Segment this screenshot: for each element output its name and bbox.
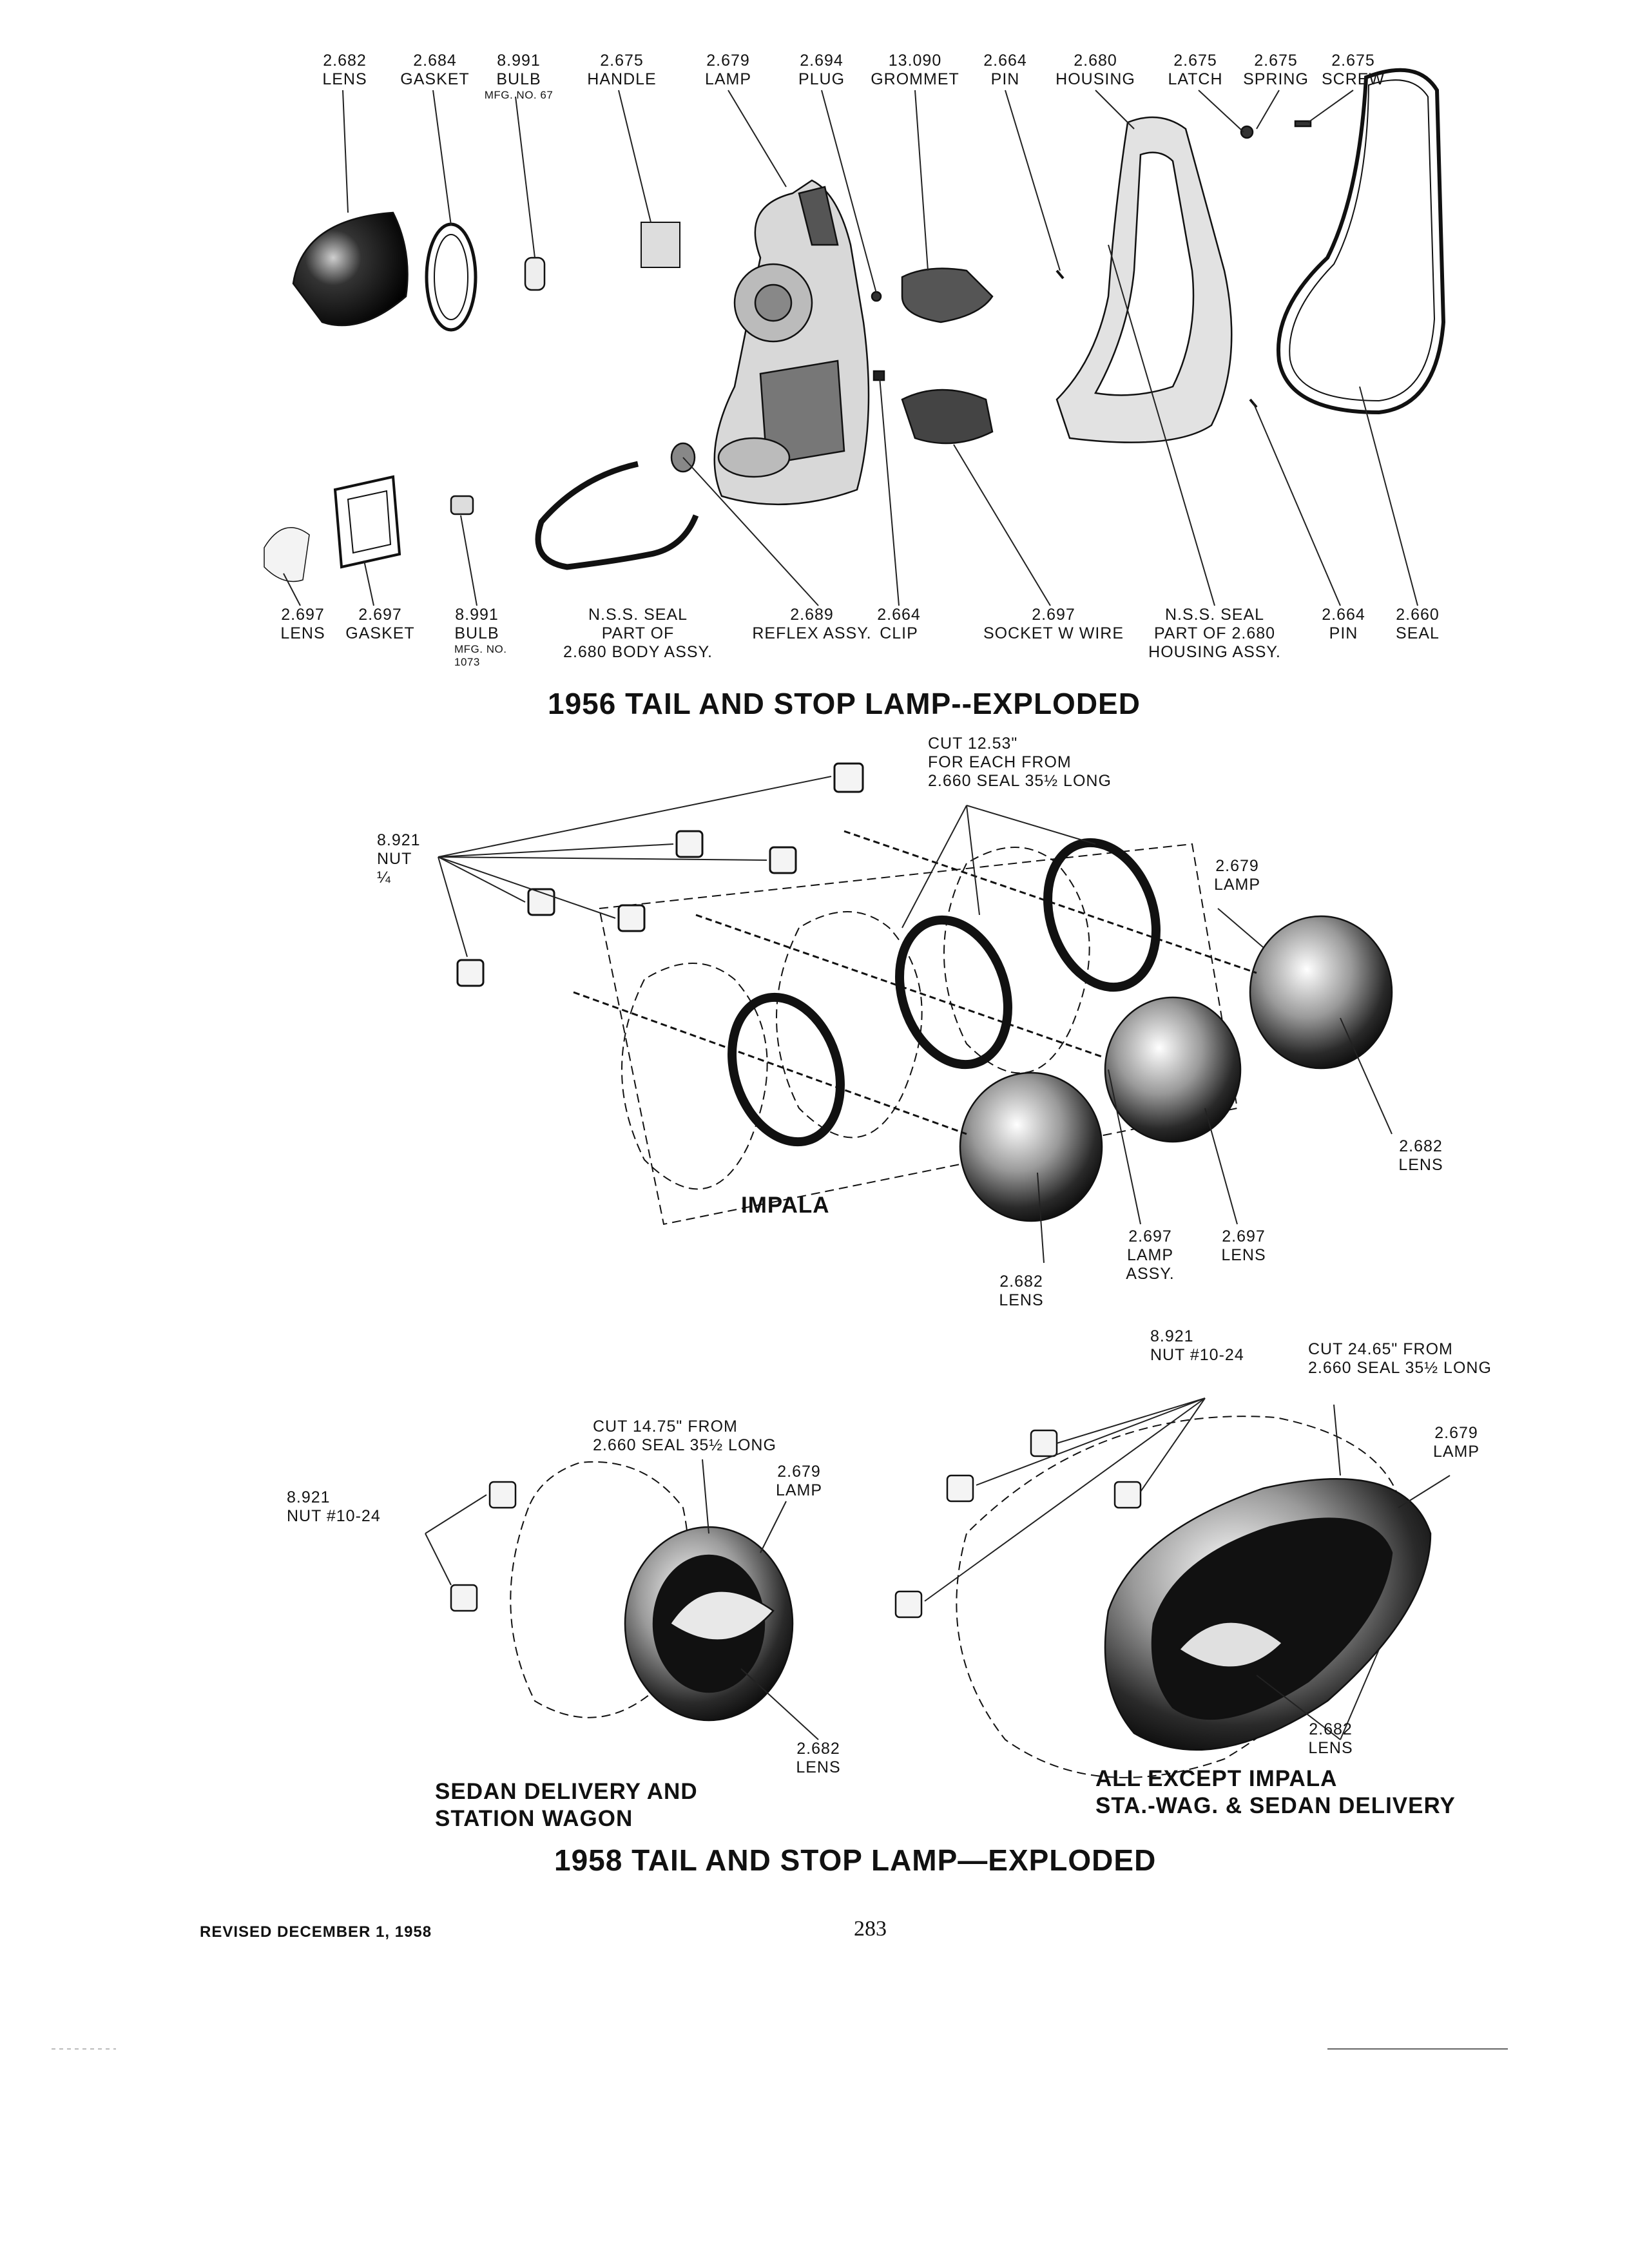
allexcept-lamp: 2.679 LAMP	[1432, 1424, 1480, 1461]
impala-lamp-assy: 2.697 LAMP ASSY.	[1126, 1227, 1175, 1283]
impala-lens-right: 2.682 LENS	[1398, 1137, 1443, 1174]
allexcept-nut: 8.921 NUT #10-24	[1150, 1327, 1244, 1364]
revised-date: REVISED DECEMBER 1, 1958	[200, 1923, 432, 1941]
impala-lamp: 2.679 LAMP	[1213, 857, 1261, 894]
impala-nut: 8.921 NUT ¼	[377, 831, 421, 887]
title-1956: 1956 TAIL AND STOP LAMP--EXPLODED	[548, 687, 1141, 720]
sedan-lamp: 2.679 LAMP	[775, 1463, 823, 1499]
page-number: 283	[854, 1917, 887, 1941]
sedan-lens: 2.682 LENS	[796, 1740, 841, 1776]
sedan-cut-note: CUT 14.75" FROM 2.660 SEAL 35½ LONG	[593, 1418, 776, 1454]
sedan-parts	[425, 1459, 819, 1740]
sedan-nut: 8.921 NUT #10-24	[287, 1488, 381, 1525]
callout-bulb-note: MFG. NO. 67	[484, 89, 554, 101]
allexcept-caption: ALL EXCEPT IMPALA STA.-WAG. & SEDAN DELI…	[1095, 1766, 1456, 1818]
sedan-caption: SEDAN DELIVERY AND STATION WAGON	[435, 1779, 698, 1831]
callout-bulb-1073-note: MFG. NO. 1073	[454, 643, 507, 668]
title-1958: 1958 TAIL AND STOP LAMP—EXPLODED	[554, 1843, 1157, 1877]
allexcept-cut-note: CUT 24.65" FROM 2.660 SEAL 35½ LONG	[1308, 1340, 1492, 1377]
impala-cut-note: CUT 12.53" FOR EACH FROM 2.660 SEAL 35½ …	[928, 735, 1112, 790]
impala-lens-bottom: 2.682 LENS	[999, 1273, 1044, 1309]
fig1956-parts	[264, 68, 1446, 582]
impala-parts	[438, 762, 1393, 1264]
fig1956-leaders	[283, 90, 1418, 606]
allexcept-parts	[894, 1398, 1451, 1778]
impala-caption: IMPALA	[741, 1193, 830, 1218]
allexcept-lens: 2.682 LENS	[1308, 1720, 1353, 1757]
impala-lens-697: 2.697 LENS	[1221, 1227, 1266, 1264]
